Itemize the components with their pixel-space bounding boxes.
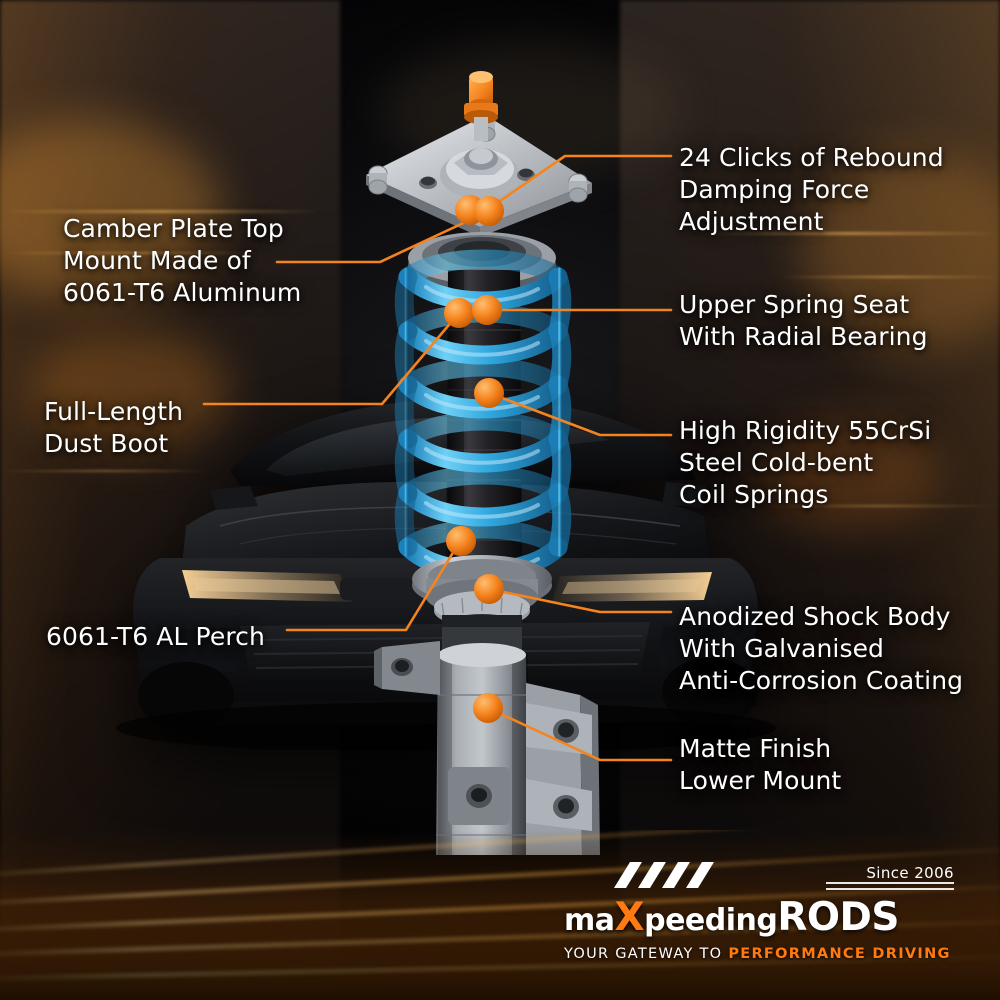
lower-mount-plate (448, 767, 510, 825)
callout-label-shock-body: Anodized Shock Body With Galvanised Anti… (679, 602, 964, 695)
callout-label-full-length-dust-boot: Full-Length Dust Boot (44, 397, 184, 458)
brand-tagline: YOUR GATEWAY TO PERFORMANCE DRIVING (564, 946, 954, 962)
callout-label-camber-plate: Camber Plate Top Mount Made of 6061-T6 A… (63, 214, 302, 307)
brand-logo: Since 2006 maXpeedingRODS YOUR GATEWAY T… (564, 862, 954, 962)
coilover-product-image (366, 71, 600, 855)
brand-rods: RODS (777, 895, 900, 940)
motion-streak (760, 505, 1000, 507)
brand-peeding: peeding (644, 903, 778, 938)
motion-streak (700, 232, 1000, 235)
callout-label-lower-mount: Matte Finish Lower Mount (679, 734, 842, 795)
callout-label-coil-springs: High Rigidity 55CrSi Steel Cold-bent Coi… (679, 416, 932, 509)
brand-wordmark: maXpeedingRODS (564, 898, 954, 937)
motion-streak (0, 252, 260, 254)
motion-streak (780, 276, 1000, 278)
left-bracket (374, 641, 440, 695)
callout-label-upper-spring-seat: Upper Spring Seat With Radial Bearing (679, 290, 928, 351)
speed-slashes-icon (614, 862, 714, 888)
brand-tagline-bold: PERFORMANCE DRIVING (728, 946, 951, 962)
brand-rule-bottom (826, 888, 954, 890)
brand-ma: ma (564, 903, 615, 938)
coil-spring (394, 249, 572, 581)
callout-label-al-perch: 6061-T6 AL Perch (46, 622, 265, 651)
brand-tagline-prefix: YOUR GATEWAY TO (564, 946, 729, 962)
callout-label-rebound-damping: 24 Clicks of Rebound Damping Force Adjus… (679, 143, 944, 236)
motion-streak (0, 210, 320, 213)
rebound-adjuster-knob (464, 71, 498, 141)
brand-x: X (614, 895, 645, 940)
bottom-vignette (0, 880, 1000, 1000)
brand-since: Since 2006 (866, 864, 954, 882)
motion-streak (0, 470, 210, 472)
brand-rule-top (826, 882, 954, 884)
